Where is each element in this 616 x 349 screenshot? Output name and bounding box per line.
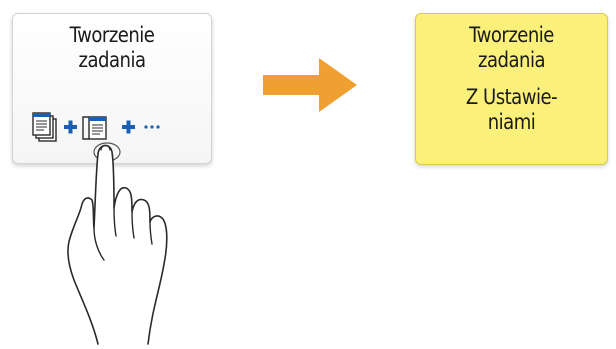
job-build-with-settings-button[interactable]: Tworzenie zadania Z Ustawie-niami	[415, 13, 608, 165]
job-build-button[interactable]: Tworzenie zadania	[12, 13, 212, 164]
document-stack-icon	[32, 112, 57, 142]
job-build-icons	[32, 112, 160, 142]
result-title: Tworzenie zadania	[469, 23, 554, 72]
job-build-title: Tworzenie zadania	[69, 23, 155, 72]
plus-icon	[122, 120, 135, 134]
document-icon	[82, 116, 107, 140]
ellipsis-icon	[144, 125, 160, 129]
pointing-hand-icon	[67, 142, 168, 345]
plus-icon	[64, 120, 77, 134]
result-subtitle: Z Ustawie-niami	[465, 85, 558, 134]
arrow-right-icon	[263, 58, 357, 112]
